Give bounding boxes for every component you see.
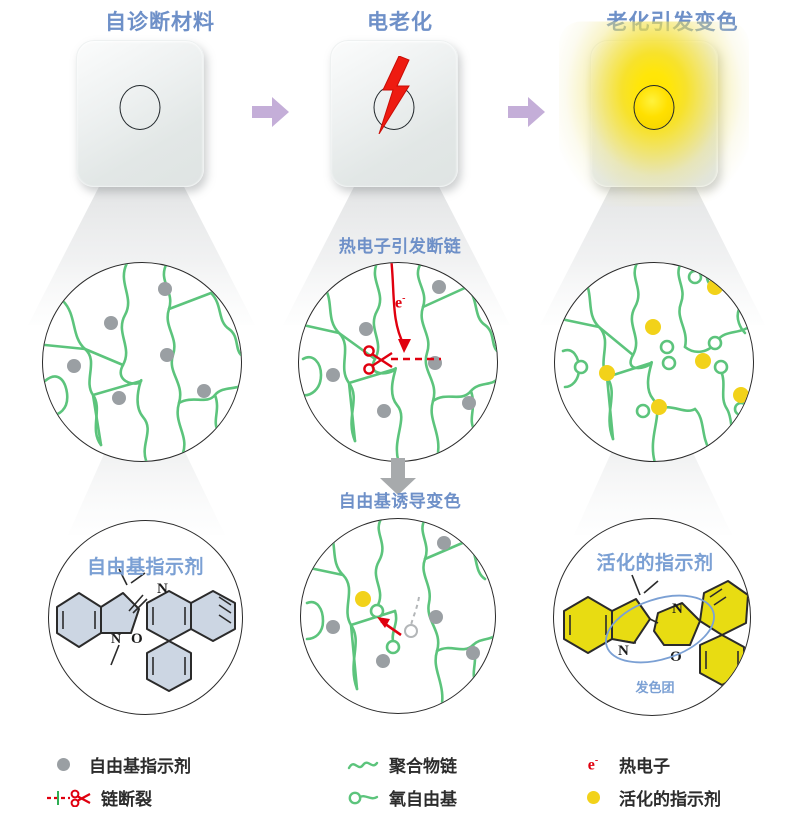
atom-label-nitrogen: N	[157, 581, 168, 597]
atom-label-nitrogen-indole: N	[618, 643, 629, 659]
oxygen-radical-bonded	[369, 603, 385, 619]
activated-indicator-dot	[355, 591, 371, 607]
stage-title-pristine: 自诊断材料	[105, 11, 215, 34]
lightning-bolt-icon	[378, 56, 410, 134]
scissors-icon	[363, 345, 441, 375]
hot-electron-scission-label: 热电子引发断链	[338, 237, 462, 256]
green-wave-icon	[346, 755, 380, 775]
legend-label-oxygen-radical: 氧自由基	[389, 790, 457, 809]
legend-label-radical-indicator: 自由基指示剂	[89, 757, 191, 776]
radical-induced-color-label: 自由基诱导变色	[338, 492, 462, 511]
radical-reaction-network	[303, 519, 495, 713]
legend-item-radical-indicator: 自由基指示剂	[46, 752, 346, 777]
atom-label-oxygen-oxazole: O	[670, 649, 682, 665]
gray-dot-icon	[46, 755, 80, 775]
legend-item-activated-indicator: 活化的指示剂	[576, 785, 766, 810]
reaction-arrow	[377, 617, 402, 637]
atom-label-oxygen: O	[131, 631, 143, 647]
legend-item-polymer-chain: 聚合物链	[346, 752, 576, 777]
specimen-spot-colored	[633, 85, 675, 130]
atom-label-nitrogen-oxazole: N	[672, 601, 683, 617]
chromophore-highlight-ellipse	[605, 594, 715, 664]
legend-item-hot-electron: e- 热电子	[576, 752, 766, 777]
magnified-circle-scission: e-	[298, 262, 498, 462]
oxygen-radical-free	[385, 639, 401, 655]
oxygen-radical-ends	[573, 269, 749, 419]
arrow-down-icon	[380, 458, 416, 495]
legend-item-oxygen-radical: 氧自由基	[346, 785, 576, 810]
activated-chromophore-structure: N O N	[563, 574, 749, 686]
chromophore-label: 发色团	[635, 680, 675, 695]
yellow-dot-icon	[576, 788, 610, 808]
atom-label-nitrogen-2: N	[111, 632, 121, 647]
radical-indicator-label: 自由基指示剂	[86, 557, 204, 578]
indicator-dots-scission	[326, 280, 476, 418]
hot-electron-icon: e-	[587, 754, 599, 774]
electron-arrow	[390, 263, 411, 353]
specimen-block-electrical-aging	[330, 40, 458, 187]
chain-scission-icon	[46, 788, 92, 808]
magnified-circle-reaction	[300, 518, 496, 714]
legend: 自由基指示剂 聚合物链 e- 热电子	[46, 748, 766, 814]
stage-title-electrical-aging: 电老化	[367, 11, 433, 34]
electron-label: e-	[395, 293, 406, 312]
activated-indicator-label: 活化的指示剂	[596, 553, 714, 574]
specimen-block-color-change	[559, 21, 749, 206]
arrow-right-icon-2	[508, 97, 545, 127]
arrow-right-icon-1	[252, 97, 289, 127]
magnified-circle-activated	[554, 262, 754, 462]
legend-label-activated-indicator: 活化的指示剂	[619, 790, 721, 809]
indicator-dots-reaction	[326, 536, 480, 668]
legend-label-polymer-chain: 聚合物链	[389, 757, 457, 776]
magnified-circle-indicator: N O N	[48, 520, 243, 715]
specimen-spot-pristine	[119, 85, 161, 130]
legend-label-hot-electron: 热电子	[619, 757, 670, 776]
magnified-circle-activated-indicator: N O N	[553, 518, 751, 716]
polymer-network-pristine	[43, 263, 241, 461]
oxygen-radical-icon	[346, 788, 380, 808]
hydrogen-abstraction	[404, 596, 420, 638]
indicator-dots-pristine	[67, 282, 211, 405]
magnified-circle-pristine	[42, 262, 242, 462]
polymer-network-broken	[559, 263, 753, 461]
legend-label-chain-scission: 链断裂	[101, 790, 152, 809]
legend-item-chain-scission: 链断裂	[46, 785, 346, 810]
activated-indicator-dots	[599, 279, 749, 415]
specimen-block-pristine	[76, 40, 204, 187]
spirooxazine-structure: N O N	[56, 568, 236, 692]
stage-title-color-change: 老化引发变色	[606, 11, 739, 34]
